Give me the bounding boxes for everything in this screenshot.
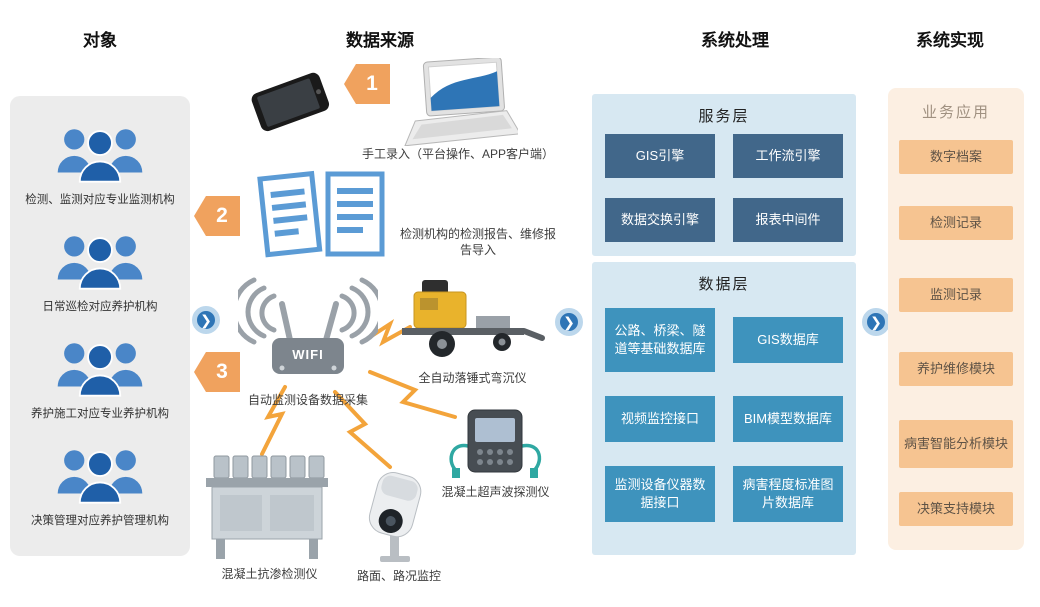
lightning-connectors xyxy=(260,318,457,469)
step-number: 1 xyxy=(366,72,378,95)
data-item-disease-standard-image-db: 病害程度标准图片数据库 xyxy=(733,466,843,522)
manual-entry-caption: 手工录入（平台操作、APP客户端） xyxy=(361,147,554,161)
deflectometer-caption: 全自动落锤式弯沉仪 xyxy=(418,371,527,385)
data-layer-panel: 数据层 公路、桥梁、隧道等基础数据库 GIS数据库 视频监控接口 BIM模型数据… xyxy=(592,262,856,555)
deflectometer-icon xyxy=(402,280,545,357)
service-item-workflow-engine: 工作流引擎 xyxy=(733,134,843,178)
impl-item-decision-support-module: 决策支持模块 xyxy=(899,492,1013,526)
service-item-data-exchange-engine: 数据交换引擎 xyxy=(605,198,715,242)
org-group-label: 检测、监测对应专业监测机构 xyxy=(25,193,175,206)
data-layer-title: 数据层 xyxy=(698,276,750,293)
implementation-panel: 业务应用 数字档案 检测记录 监测记录 养护维修模块 病害智能分析模块 决策支持… xyxy=(888,88,1024,550)
wifi-router-icon xyxy=(238,277,378,374)
org-group: 检测、监测对应专业监测机构 xyxy=(23,124,177,207)
org-group-label: 日常巡检对应养护机构 xyxy=(42,300,158,313)
ultrasonic-caption: 混凝土超声波探测仪 xyxy=(441,485,550,499)
step-badge-2: 2 xyxy=(194,196,240,236)
surveillance-camera-icon xyxy=(368,472,422,562)
arrow-right-icon: ❯ xyxy=(563,313,575,330)
objects-panel: 检测、监测对应专业监测机构 日常巡检对应养护机构 xyxy=(10,96,190,556)
service-item-report-middleware: 报表中间件 xyxy=(733,198,843,242)
road-monitor-caption: 路面、路况监控 xyxy=(356,569,441,583)
implementation-title: 业务应用 xyxy=(921,104,990,121)
ultrasonic-detector-icon xyxy=(449,409,542,478)
data-item-monitor-device-interface: 监测设备仪器数据接口 xyxy=(605,466,715,522)
documents-icon xyxy=(257,170,385,258)
impl-item-inspection-record: 检测记录 xyxy=(899,206,1013,240)
flow-arrow-1: ❯ xyxy=(192,306,220,334)
laptop-icon xyxy=(404,58,518,146)
people-group-icon xyxy=(54,338,146,400)
data-item-video-monitor-interface: 视频监控接口 xyxy=(605,396,715,442)
report-import-caption: 检测机构的检测报告、维修报告导入 xyxy=(399,227,556,258)
impl-item-digital-archive: 数字档案 xyxy=(899,140,1013,174)
service-item-gis-engine: GIS引擎 xyxy=(605,134,715,178)
impl-item-monitoring-record: 监测记录 xyxy=(899,278,1013,312)
permeability-tester-icon xyxy=(206,455,328,559)
column-header-objects: 对象 xyxy=(83,31,117,50)
org-group: 养护施工对应专业养护机构 xyxy=(29,338,171,421)
people-group-icon xyxy=(54,231,146,293)
arrow-right-icon: ❯ xyxy=(200,311,212,328)
data-item-bim-model-db: BIM模型数据库 xyxy=(733,396,843,442)
org-group-label: 养护施工对应专业养护机构 xyxy=(31,407,169,420)
service-layer-title: 服务层 xyxy=(698,108,750,125)
service-layer-panel: 服务层 GIS引擎 工作流引擎 数据交换引擎 报表中间件 xyxy=(592,94,856,256)
org-group-label: 决策管理对应养护管理机构 xyxy=(31,514,169,527)
impl-item-disease-analysis-module: 病害智能分析模块 xyxy=(899,420,1013,468)
column-header-implementation: 系统实现 xyxy=(916,31,984,50)
flow-arrow-3: ❯ xyxy=(862,308,890,336)
auto-collect-caption: 自动监测设备数据采集 xyxy=(247,393,368,407)
smartphone-icon xyxy=(251,72,330,132)
org-group: 日常巡检对应养护机构 xyxy=(41,231,160,314)
impl-item-maintenance-module: 养护维修模块 xyxy=(899,352,1013,386)
org-group: 决策管理对应养护管理机构 xyxy=(29,445,171,528)
people-group-icon xyxy=(54,445,146,507)
step-number: 2 xyxy=(216,204,228,227)
step-badge-1: 1 xyxy=(344,64,390,104)
column-header-data-sources: 数据来源 xyxy=(346,31,414,50)
flow-arrow-2: ❯ xyxy=(555,308,583,336)
arrow-right-icon: ❯ xyxy=(870,313,882,330)
column-header-processing: 系统处理 xyxy=(701,31,769,50)
people-group-icon xyxy=(54,124,146,186)
permeability-caption: 混凝土抗渗检测仪 xyxy=(221,567,318,581)
data-item-gis-db: GIS数据库 xyxy=(733,317,843,363)
data-item-road-bridge-tunnel-db: 公路、桥梁、隧道等基础数据库 xyxy=(605,308,715,372)
router-label: WIFI xyxy=(292,347,324,362)
step-number: 3 xyxy=(216,360,228,383)
